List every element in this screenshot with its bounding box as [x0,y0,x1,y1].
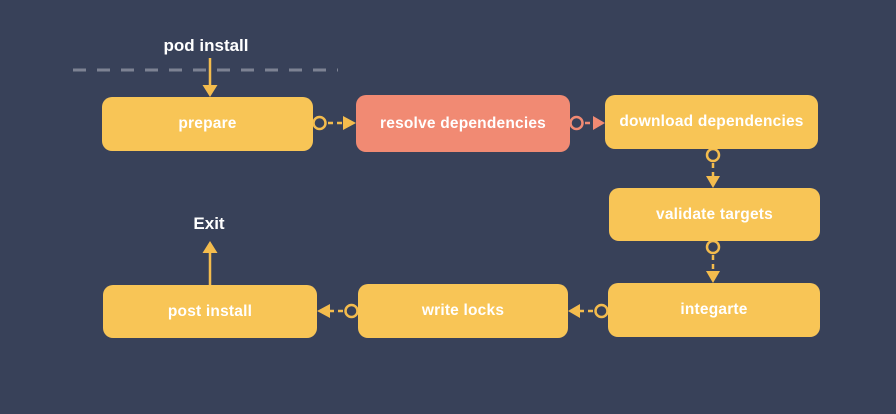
edge-download-to-validate [705,147,721,188]
edge-resolve-to-download [569,115,605,131]
node-post-install-label: post install [167,302,253,320]
node-download-dependencies-label: download dependencies [619,113,804,130]
node-prepare: prepare [102,97,313,151]
edge-validate-to-integrate [705,239,721,283]
node-integrate-label: integarte [680,301,748,318]
node-prepare-label: prepare [178,115,237,132]
edge-entry-to-prepare [202,58,218,97]
node-write-locks: write locks [358,284,568,338]
edge-integrate-to-writelocks [568,303,609,319]
node-resolve-dependencies: resolve dependencies [356,95,570,152]
node-validate-targets-label: validate targets [656,205,773,223]
edge-writelocks-to-postinstall [317,303,359,319]
node-validate-targets: validate targets [609,188,820,241]
edge-postinstall-to-exit [202,241,218,285]
entry-label: pod install [163,36,249,55]
exit-label: Exit [193,214,225,233]
edge-prepare-to-resolve [312,115,356,131]
node-write-locks-label: write locks [421,302,505,319]
node-resolve-dependencies-label: resolve dependencies [380,114,546,132]
node-post-install: post install [103,285,317,338]
node-download-dependencies: download dependencies [605,95,818,149]
node-integrate: integarte [608,283,820,337]
